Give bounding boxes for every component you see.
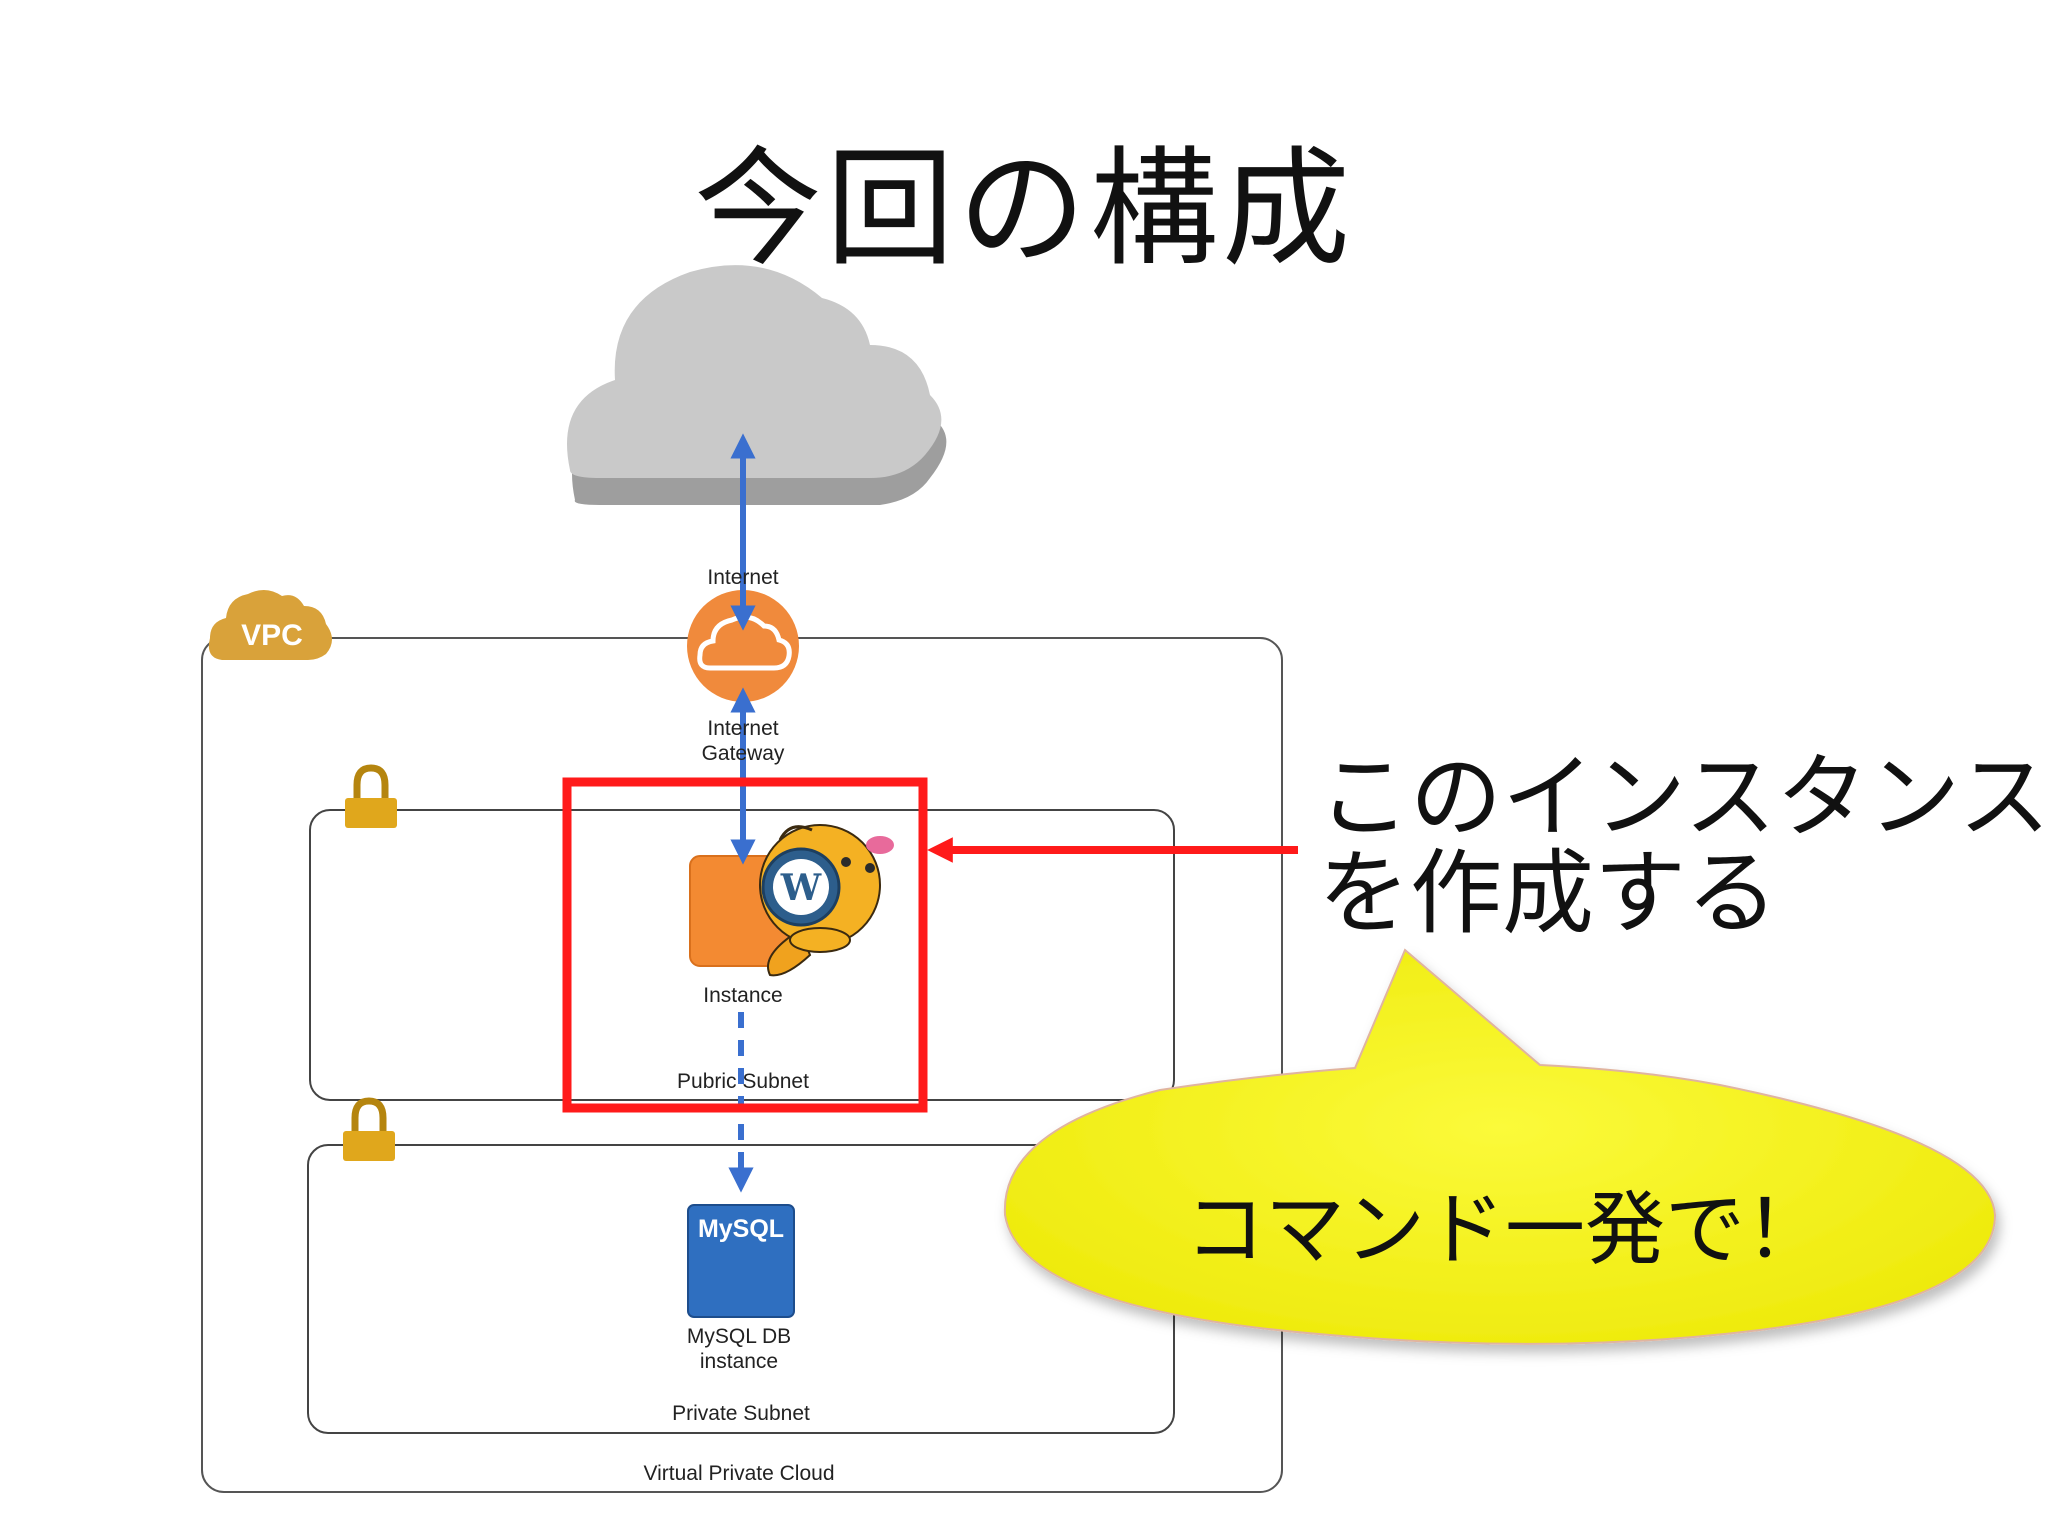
vpc-label: Virtual Private Cloud: [643, 1462, 834, 1485]
callout-line1: このインスタンス: [1318, 744, 2048, 851]
db-label-line2: instance: [700, 1350, 778, 1373]
public-subnet-label: Pubric Subnet: [677, 1070, 809, 1093]
private-subnet-label: Private Subnet: [672, 1402, 810, 1425]
svg-text:W: W: [780, 867, 822, 909]
instance-label: Instance: [703, 984, 782, 1007]
gateway-label-line2: Gateway: [702, 742, 785, 765]
bubble-text: コマンド一発で！: [1185, 1183, 1825, 1276]
db-label-line1: MySQL DB: [687, 1325, 791, 1348]
lock-icon: [345, 764, 397, 828]
vpc-badge-label: VPC: [241, 619, 303, 652]
highlight-box: [562, 777, 928, 1113]
wordpress-mascot-icon: W: [759, 824, 894, 977]
slide-title: 今回の構成: [693, 135, 1354, 284]
mysql-icon-text: MySQL: [698, 1215, 784, 1243]
vpc-badge-icon: VPC: [208, 589, 332, 660]
internet-cloud-icon: [567, 265, 947, 505]
callout-line2: を作成する: [1318, 840, 1779, 947]
internet-label: Internet: [707, 566, 778, 589]
gateway-label-line1: Internet: [707, 717, 778, 740]
speech-bubble: [1003, 948, 1997, 1345]
mysql-db-icon: MySQL: [687, 1204, 795, 1318]
lock-icon: [343, 1097, 395, 1161]
